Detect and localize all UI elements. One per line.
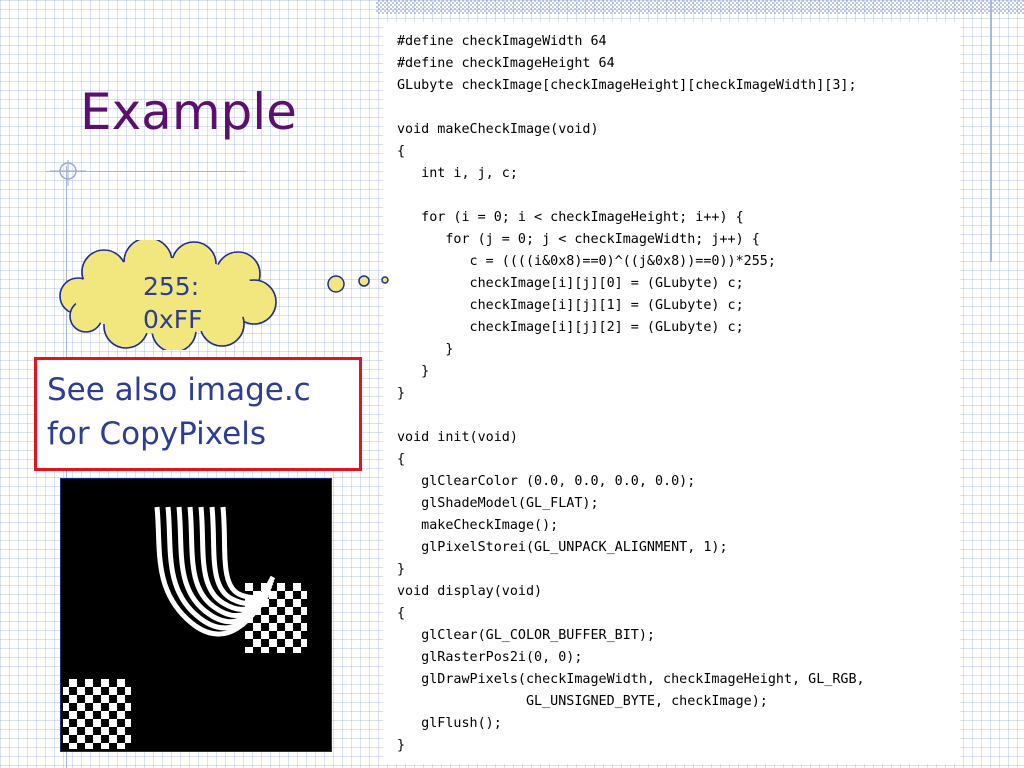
code-line: glFlush(); bbox=[397, 716, 502, 731]
code-line: } bbox=[397, 342, 454, 357]
code-line: } bbox=[397, 386, 406, 401]
code-line: void display(void) bbox=[397, 584, 543, 599]
note-line-2: for CopyPixels bbox=[47, 416, 266, 452]
crosshair-icon bbox=[50, 160, 86, 186]
code-line: #define checkImageWidth 64 bbox=[397, 34, 607, 49]
code-line: int i, j, c; bbox=[397, 166, 518, 181]
code-line: #define checkImageHeight 64 bbox=[397, 56, 615, 71]
code-line: void makeCheckImage(void) bbox=[397, 122, 599, 137]
checker-middle-right bbox=[245, 583, 307, 653]
code-line: glClearColor (0.0, 0.0, 0.0, 0.0); bbox=[397, 474, 696, 489]
title-underline-rule bbox=[46, 171, 246, 172]
code-line: glShadeModel(GL_FLAT); bbox=[397, 496, 599, 511]
code-line: makeCheckImage(); bbox=[397, 518, 559, 533]
code-line: glPixelStorei(GL_UNPACK_ALIGNMENT, 1); bbox=[397, 540, 728, 555]
code-line: for (j = 0; j < checkImageWidth; j++) { bbox=[397, 232, 760, 247]
note-box: See also image.c for CopyPixels bbox=[34, 357, 362, 471]
code-listing: #define checkImageWidth 64 #define check… bbox=[383, 22, 960, 757]
code-line: c = ((((i&0x8)==0)^((j&0x8))==0))*255; bbox=[397, 254, 776, 269]
cloud-text: 255: 0xFF bbox=[143, 270, 202, 336]
note-text: See also image.c for CopyPixels bbox=[47, 368, 311, 456]
code-line: GLubyte checkImage[checkImageHeight][che… bbox=[397, 78, 857, 93]
checker-bottom-left bbox=[63, 679, 131, 749]
code-line: } bbox=[397, 364, 430, 379]
thought-cloud-icon bbox=[59, 240, 389, 350]
right-vertical-rule bbox=[990, 0, 992, 262]
code-line: { bbox=[397, 606, 406, 621]
code-line: checkImage[i][j][1] = (GLubyte) c; bbox=[397, 298, 744, 313]
code-line: GL_UNSIGNED_BYTE, checkImage); bbox=[397, 694, 768, 709]
render-canvas bbox=[63, 506, 307, 749]
cloud-line-1: 255: bbox=[143, 272, 200, 301]
stripe bbox=[220, 506, 276, 601]
warped-checker-stripes bbox=[154, 506, 276, 637]
code-line: { bbox=[397, 144, 406, 159]
cloud-line-2: 0xFF bbox=[143, 305, 203, 334]
slide-title: Example bbox=[80, 83, 297, 141]
top-pattern-band bbox=[376, 0, 1024, 14]
code-line: glDrawPixels(checkImageWidth, checkImage… bbox=[397, 672, 865, 687]
code-line: checkImage[i][j][2] = (GLubyte) c; bbox=[397, 320, 744, 335]
code-line: } bbox=[397, 562, 406, 577]
code-line: checkImage[i][j][0] = (GLubyte) c; bbox=[397, 276, 744, 291]
code-line: } bbox=[397, 738, 406, 753]
code-line: void init(void) bbox=[397, 430, 518, 445]
code-line: { bbox=[397, 452, 406, 467]
code-line: glRasterPos2i(0, 0); bbox=[397, 650, 583, 665]
code-line: for (i = 0; i < checkImageHeight; i++) { bbox=[397, 210, 744, 225]
checkerboard-render-image bbox=[60, 478, 332, 752]
code-panel: #define checkImageWidth 64 #define check… bbox=[383, 22, 960, 764]
code-line: glClear(GL_COLOR_BUFFER_BIT); bbox=[397, 628, 655, 643]
note-line-1: See also image.c bbox=[47, 372, 311, 408]
